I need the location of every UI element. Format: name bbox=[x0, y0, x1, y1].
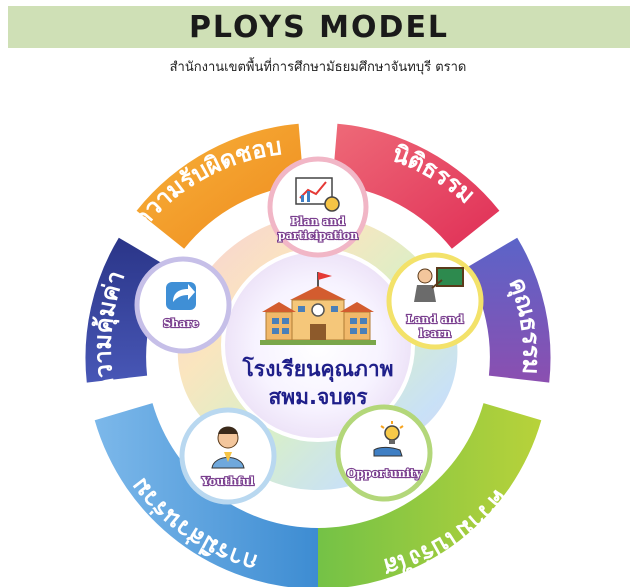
center-title-line1: โรงเรียนคุณภาพ bbox=[242, 356, 394, 383]
teacher-board-icon bbox=[414, 267, 464, 302]
node-share: Share bbox=[134, 256, 232, 354]
node-label-opportunity: Opportunity bbox=[347, 467, 422, 480]
student-icon bbox=[211, 426, 245, 469]
node-label-land-line2: learn bbox=[419, 327, 451, 340]
node-label-youthful: Youthful bbox=[201, 475, 254, 488]
node-label-share: Share bbox=[163, 317, 199, 330]
ring-segment-transparency bbox=[318, 403, 542, 587]
share-icon bbox=[166, 282, 196, 310]
node-label-plan-line2: participation bbox=[278, 229, 358, 242]
ring-segment-rule-of-law bbox=[332, 123, 500, 249]
node-land-and-learn: Land and learn bbox=[386, 252, 484, 350]
node-label-plan-line1: Plan and bbox=[291, 215, 346, 228]
school-building-icon bbox=[260, 272, 376, 345]
analytics-chart-icon bbox=[295, 177, 340, 212]
page-subtitle: สำนักงานเขตพื้นที่การศึกษามัธยมศึกษาจันท… bbox=[169, 60, 467, 75]
node-youthful: Youthful bbox=[179, 407, 277, 505]
ring-segment-responsibility bbox=[136, 123, 304, 249]
lightbulb-hand-icon bbox=[373, 421, 404, 457]
node-plan-and-participation: Plan and participation bbox=[267, 156, 369, 258]
center-title-line2: สพม.จบตร bbox=[268, 385, 368, 409]
node-label-land-line1: Land and bbox=[406, 313, 464, 326]
page-title: PLOYS MODEL bbox=[188, 9, 450, 45]
title-banner: PLOYS MODEL bbox=[8, 6, 630, 48]
node-opportunity: Opportunity bbox=[335, 404, 433, 502]
ring-segment-morality bbox=[465, 237, 551, 383]
